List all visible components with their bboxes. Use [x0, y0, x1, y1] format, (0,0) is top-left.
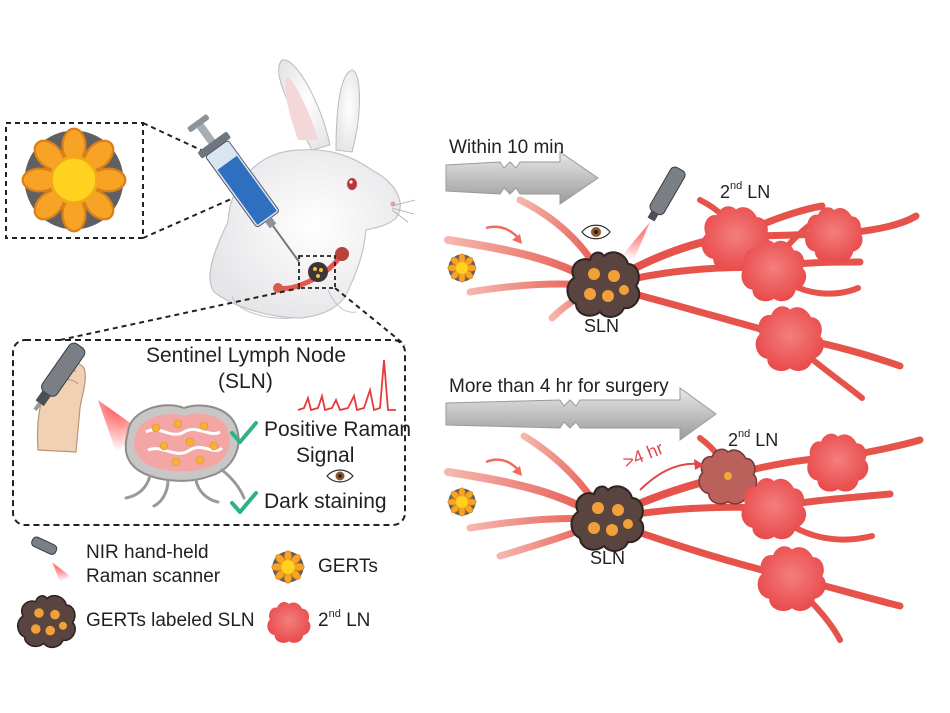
legend-laser: [52, 562, 70, 582]
legend-scanner-line2: Raman scanner: [86, 566, 221, 587]
gert-large-icon: [21, 127, 127, 233]
top-gert-icon: [447, 253, 477, 283]
legend-sln-icon: [16, 594, 76, 649]
legend-scanner-icon: [31, 536, 58, 555]
eye-icon: [326, 469, 354, 483]
positive-raman-line2: Signal: [296, 444, 355, 467]
top-lymph-network: [444, 166, 920, 401]
inset-title-line2: (SLN): [218, 370, 273, 393]
raman-scanner-icon: [647, 166, 686, 222]
positive-raman-line1: Positive Raman: [264, 418, 412, 441]
gert-zoom-box: [5, 122, 239, 239]
sln-inset-box: [12, 287, 406, 526]
top-sln-label: SLN: [584, 316, 620, 336]
bottom-gert-icon: [447, 487, 477, 517]
check-icon: [230, 491, 258, 514]
bottom-time-arrow: [445, 387, 717, 441]
top-time-arrow: [445, 151, 599, 205]
dark-staining-label: Dark staining: [264, 490, 387, 513]
syringe-icon: [187, 114, 300, 263]
legend-gerts-sln-label: GERTs labeled SLN: [86, 610, 255, 631]
legend-2nd-ln-icon: [267, 601, 311, 643]
bottom-lymph-network: [444, 432, 924, 643]
legend-2nd-ln-label: 2nd LN: [318, 608, 371, 632]
eye-icon: [581, 224, 611, 240]
bottom-arrow-label: More than 4 hr for surgery: [449, 376, 669, 397]
inset-title-line1: Sentinel Lymph Node: [146, 344, 347, 367]
raman-spectrum-icon: [297, 359, 396, 412]
bottom-sln-label: SLN: [590, 548, 626, 568]
raman-scanner-icon: [33, 342, 86, 411]
legend-scanner-line1: NIR hand-held: [86, 542, 209, 563]
top-sln-node: [566, 251, 641, 318]
top-2nd-ln-label: 2nd LN: [720, 180, 771, 203]
sln-cross-section: [124, 404, 246, 508]
bottom-sln-node: [570, 485, 645, 552]
check-icon: [230, 421, 258, 444]
legend-gerts-label: GERTs: [318, 556, 378, 577]
legend-gert-icon: [271, 550, 305, 584]
bottom-2nd-ln-label: 2nd LN: [728, 428, 779, 451]
top-arrow-label: Within 10 min: [449, 137, 565, 158]
